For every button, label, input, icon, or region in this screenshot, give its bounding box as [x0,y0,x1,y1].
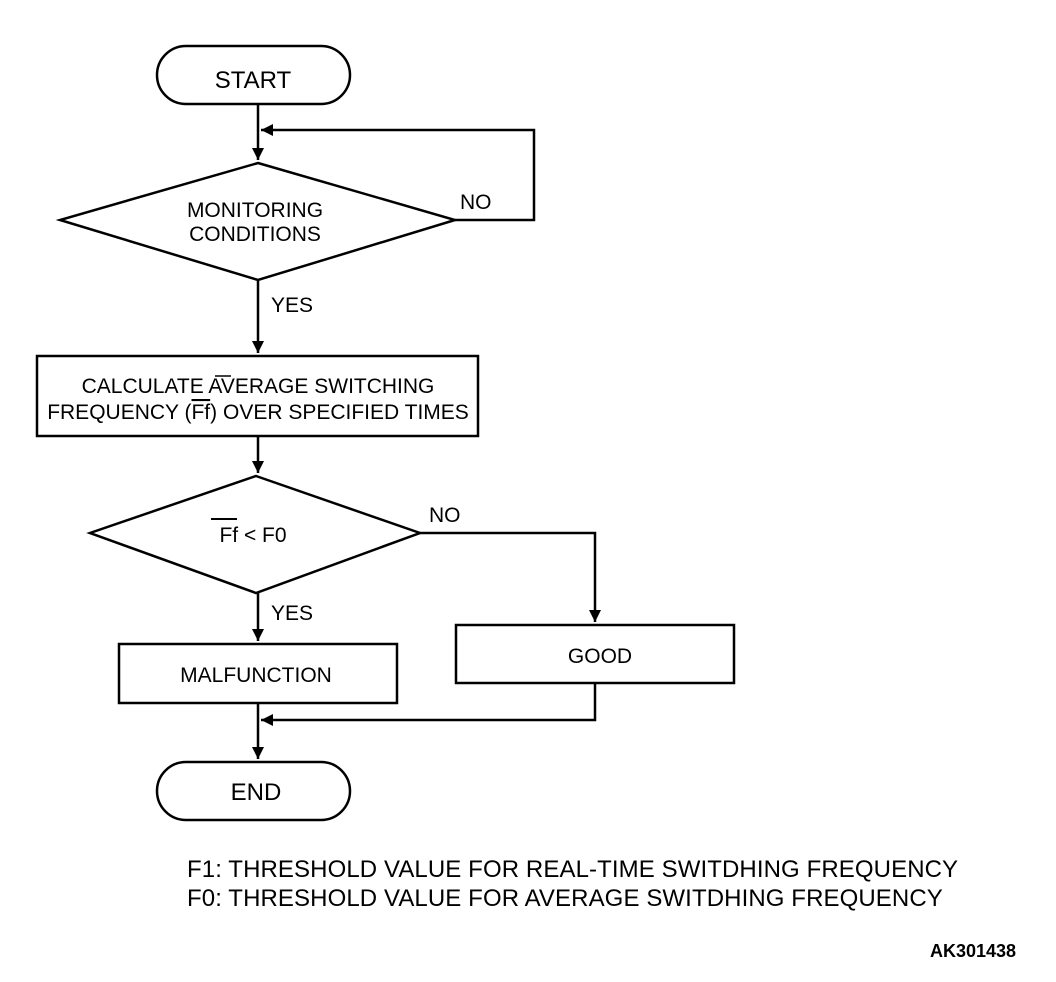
process-calculate [35,354,480,438]
calc-line1: CALCULATE AVERAGE SWITCHING [82,375,435,398]
cond2-rest: < F0 [238,524,286,547]
arrow-cond1-no-loop [261,124,536,222]
calc-line2-ff: Ff [191,401,210,424]
process-good [454,623,736,685]
end-terminator [155,760,352,822]
calc-line1-a: CALCULATE [82,375,204,398]
arrow-good-merge [261,683,597,726]
process-malfunction [117,642,399,705]
cond1-line2: CONDITIONS [189,223,321,246]
cond1-line1: MONITORING [187,199,323,222]
calc-line2-b: ) OVER SPECIFIED TIMES [210,401,469,424]
calc-line1-b: AVERAGE SWITCHING [204,375,435,398]
cond2-no-label: NO [429,504,461,527]
start-label: START [215,67,292,94]
cond1-no-label: NO [460,191,492,214]
cond1-yes-label: YES [271,294,313,317]
good-label: GOOD [568,645,632,668]
note-f0: F0: THRESHOLD VALUE FOR AVERAGE SWITDHIN… [187,885,943,912]
figure-code: AK301438 [930,941,1017,961]
calc-line2-a: FREQUENCY ( [47,401,191,424]
cond2-label: Ff < F0 [219,524,286,547]
calc-line2: FREQUENCY (Ff) OVER SPECIFIED TIMES [47,401,469,424]
cond2-ff: Ff [219,524,238,547]
decision-ff-less-f0 [86,474,424,595]
note-f1: F1: THRESHOLD VALUE FOR REAL-TIME SWITDH… [187,856,959,883]
cond2-yes-label: YES [271,602,313,625]
start-terminator [155,44,352,106]
end-label: END [231,779,282,806]
malfunction-label: MALFUNCTION [180,664,332,687]
arrow-cond2-no [420,531,601,622]
